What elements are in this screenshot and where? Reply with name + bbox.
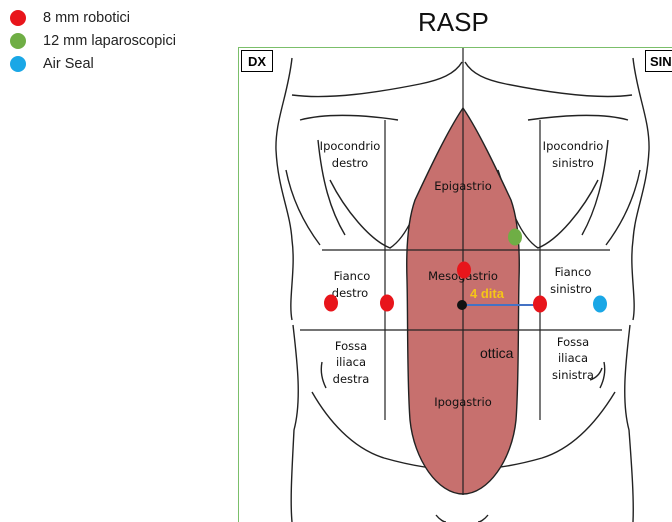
region-epigastrio: Epigastrio: [434, 179, 492, 193]
umbilicus-marker: [457, 300, 467, 310]
region-fossa-iliaca-sinistra-line2: iliaca: [558, 351, 588, 365]
region-fossa-iliaca-destra-line3: destra: [333, 372, 370, 386]
region-fossa-iliaca-sinistra-line1: Fossa: [557, 335, 589, 349]
port-robotic-8mm: [533, 296, 547, 313]
side-label-sin: SIN: [645, 50, 672, 72]
region-fianco-destro-line2: destro: [332, 286, 368, 300]
port-robotic-8mm: [380, 295, 394, 312]
region-fianco-sinistro-line2: sinistro: [550, 282, 592, 296]
port-robotic-8mm: [457, 262, 471, 279]
port-robotic-8mm: [324, 295, 338, 312]
region-ipocondrio-destro-line2: destro: [332, 156, 368, 170]
camera-label: ottica: [480, 345, 514, 361]
region-fianco-destro-line1: Fianco: [334, 269, 371, 283]
port-laparoscopic-12mm: [508, 229, 522, 246]
port-air-seal: [593, 296, 607, 313]
region-fossa-iliaca-sinistra-line3: sinistra: [552, 368, 594, 382]
region-fianco-sinistro-line1: Fianco: [555, 265, 592, 279]
side-label-dx: DX: [241, 50, 273, 72]
region-ipogastrio: Ipogastrio: [434, 395, 492, 409]
distance-label: 4 dita: [470, 286, 505, 301]
region-ipocondrio-destro-line1: Ipocondrio: [320, 139, 381, 153]
region-fossa-iliaca-destra-line1: Fossa: [335, 339, 367, 353]
region-fossa-iliaca-destra-line2: iliaca: [336, 355, 366, 369]
region-ipocondrio-sinistro-line1: Ipocondrio: [543, 139, 604, 153]
region-ipocondrio-sinistro-line2: sinistro: [552, 156, 594, 170]
